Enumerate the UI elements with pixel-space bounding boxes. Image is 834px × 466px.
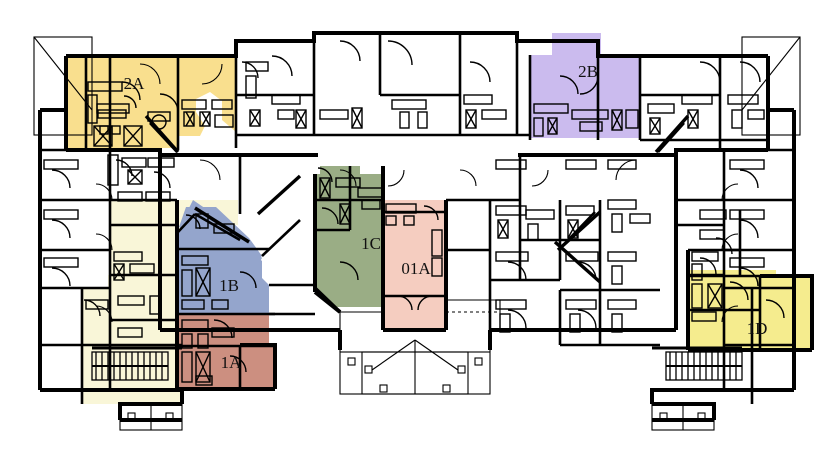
unit-label-2A: 2A xyxy=(124,74,146,93)
unit-label-1D: 1D xyxy=(747,319,768,338)
thin-detail-lines xyxy=(33,36,801,431)
unit-label-1C: 1C xyxy=(361,234,381,253)
walls-and-partitions xyxy=(33,31,814,431)
angled-walls xyxy=(144,114,690,314)
unit-fill-1C xyxy=(315,166,383,307)
stairs xyxy=(91,346,743,381)
unit-fill-01A xyxy=(383,200,446,330)
unit-fill-1D xyxy=(688,270,812,350)
fixtures-and-casework xyxy=(43,40,785,386)
unit-fills xyxy=(66,33,812,404)
unit-labels: 2A 2B 1A 1B 1C 01A 1D xyxy=(124,62,768,372)
unit-label-2B: 2B xyxy=(578,62,598,81)
unit-label-01A: 01A xyxy=(401,259,431,278)
unit-label-1A: 1A xyxy=(221,353,243,372)
door-swings xyxy=(95,63,739,323)
unit-label-1B: 1B xyxy=(219,276,239,295)
